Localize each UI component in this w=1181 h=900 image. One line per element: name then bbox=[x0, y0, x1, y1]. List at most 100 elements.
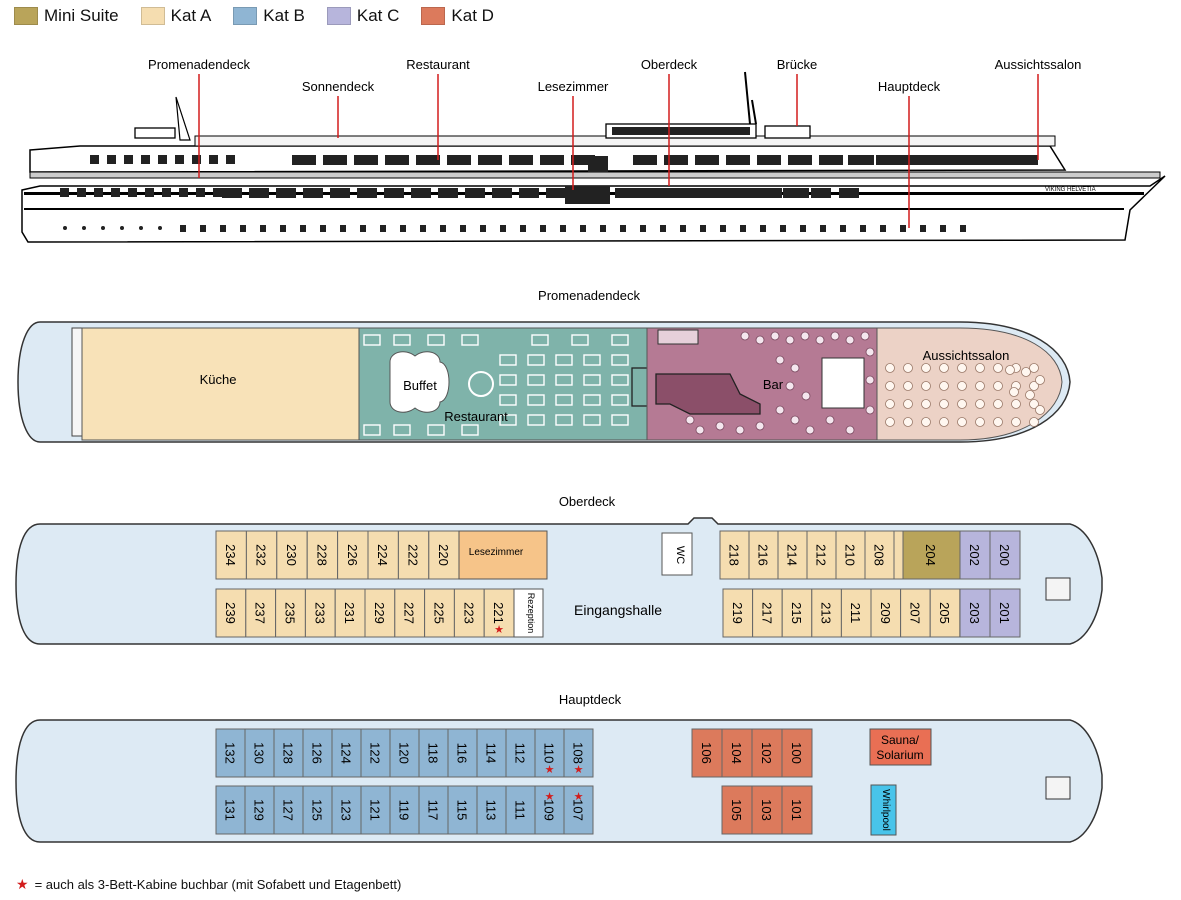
cabin-201[interactable]: 201 bbox=[989, 588, 1021, 638]
cabin-100[interactable]: 100 bbox=[781, 728, 813, 778]
cabin-box[interactable] bbox=[534, 728, 565, 778]
cabin-111[interactable]: 111 bbox=[505, 785, 536, 835]
cabin-108[interactable]: 108★ bbox=[563, 728, 594, 778]
cabin-122[interactable]: 122 bbox=[360, 728, 391, 778]
cabin-box[interactable] bbox=[447, 785, 478, 835]
cabin-213[interactable]: 213 bbox=[811, 588, 842, 638]
cabin-box[interactable] bbox=[752, 588, 783, 638]
cabin-box[interactable] bbox=[691, 728, 723, 778]
cabin-214[interactable]: 214 bbox=[777, 530, 808, 580]
cabin-124[interactable]: 124 bbox=[331, 728, 362, 778]
cabin-box[interactable] bbox=[864, 530, 895, 580]
cabin-114[interactable]: 114 bbox=[476, 728, 507, 778]
cabin-box[interactable] bbox=[721, 785, 753, 835]
cabin-130[interactable]: 130 bbox=[244, 728, 275, 778]
cabin-box[interactable] bbox=[721, 728, 753, 778]
cabin-box[interactable] bbox=[273, 785, 304, 835]
cabin-226[interactable]: 226 bbox=[337, 530, 369, 580]
cabin-box[interactable] bbox=[394, 588, 426, 638]
cabin-102[interactable]: 102 bbox=[751, 728, 783, 778]
cabin-212[interactable]: 212 bbox=[806, 530, 837, 580]
cabin-109[interactable]: 109★ bbox=[534, 785, 565, 835]
cabin-box[interactable] bbox=[806, 530, 837, 580]
cabin-233[interactable]: 233 bbox=[304, 588, 336, 638]
cabin-221[interactable]: 221★ bbox=[483, 588, 515, 638]
cabin-box[interactable] bbox=[389, 728, 420, 778]
cabin-231[interactable]: 231 bbox=[334, 588, 366, 638]
cabin-127[interactable]: 127 bbox=[273, 785, 304, 835]
cabin-box[interactable] bbox=[306, 530, 339, 580]
cabin-208[interactable]: 208 bbox=[864, 530, 895, 580]
cabin-211[interactable]: 211 bbox=[840, 588, 872, 638]
cabin-205[interactable]: 205 bbox=[929, 588, 961, 638]
cabin-box[interactable] bbox=[302, 785, 333, 835]
cabin-106[interactable]: 106 bbox=[691, 728, 723, 778]
cabin-123[interactable]: 123 bbox=[331, 785, 362, 835]
cabin-125[interactable]: 125 bbox=[302, 785, 333, 835]
cabin-box[interactable] bbox=[215, 728, 246, 778]
cabin-217[interactable]: 217 bbox=[752, 588, 783, 638]
cabin-box[interactable] bbox=[453, 588, 485, 638]
cabin-101[interactable]: 101 bbox=[781, 785, 813, 835]
cabin-116[interactable]: 116 bbox=[447, 728, 478, 778]
cabin-131[interactable]: 131 bbox=[215, 785, 246, 835]
cabin-103[interactable]: 103 bbox=[751, 785, 783, 835]
cabin-box[interactable] bbox=[563, 785, 594, 835]
cabin-box[interactable] bbox=[302, 728, 333, 778]
cabin-220[interactable]: 220 bbox=[428, 530, 460, 580]
cabin-box[interactable] bbox=[331, 728, 362, 778]
cabin-box[interactable] bbox=[989, 588, 1021, 638]
cabin-box[interactable] bbox=[505, 785, 536, 835]
cabin-223[interactable]: 223 bbox=[453, 588, 485, 638]
cabin-215[interactable]: 215 bbox=[781, 588, 813, 638]
cabin-box[interactable] bbox=[337, 530, 369, 580]
cabin-113[interactable]: 113 bbox=[476, 785, 507, 835]
cabin-box[interactable] bbox=[781, 785, 813, 835]
cabin-132[interactable]: 132 bbox=[215, 728, 246, 778]
cabin-box[interactable] bbox=[870, 588, 902, 638]
cabin-234[interactable]: 234 bbox=[215, 530, 247, 580]
cabin-box[interactable] bbox=[215, 785, 246, 835]
cabin-110[interactable]: 110★ bbox=[534, 728, 565, 778]
cabin-204[interactable]: 204 bbox=[902, 530, 961, 580]
cabin-227[interactable]: 227 bbox=[394, 588, 426, 638]
cabin-225[interactable]: 225 bbox=[424, 588, 455, 638]
cabin-119[interactable]: 119 bbox=[389, 785, 420, 835]
cabin-203[interactable]: 203 bbox=[959, 588, 991, 638]
cabin-box[interactable] bbox=[215, 588, 247, 638]
cabin-126[interactable]: 126 bbox=[302, 728, 333, 778]
cabin-box[interactable] bbox=[244, 728, 275, 778]
cabin-200[interactable]: 200 bbox=[989, 530, 1021, 580]
cabin-104[interactable]: 104 bbox=[721, 728, 753, 778]
cabin-112[interactable]: 112 bbox=[505, 728, 536, 778]
cabin-box[interactable] bbox=[275, 588, 306, 638]
cabin-box[interactable] bbox=[364, 588, 396, 638]
cabin-box[interactable] bbox=[245, 530, 278, 580]
cabin-228[interactable]: 228 bbox=[306, 530, 339, 580]
cabin-207[interactable]: 207 bbox=[900, 588, 931, 638]
cabin-218[interactable]: 218 bbox=[719, 530, 750, 580]
cabin-232[interactable]: 232 bbox=[245, 530, 278, 580]
cabin-box[interactable] bbox=[367, 530, 399, 580]
cabin-209[interactable]: 209 bbox=[870, 588, 902, 638]
cabin-115[interactable]: 115 bbox=[447, 785, 478, 835]
cabin-box[interactable] bbox=[304, 588, 336, 638]
cabin-box[interactable] bbox=[929, 588, 961, 638]
cabin-235[interactable]: 235 bbox=[275, 588, 306, 638]
cabin-box[interactable] bbox=[245, 588, 277, 638]
cabin-box[interactable] bbox=[447, 728, 478, 778]
cabin-box[interactable] bbox=[900, 588, 931, 638]
cabin-box[interactable] bbox=[722, 588, 754, 638]
cabin-box[interactable] bbox=[563, 728, 594, 778]
cabin-box[interactable] bbox=[989, 530, 1021, 580]
cabin-230[interactable]: 230 bbox=[276, 530, 308, 580]
cabin-box[interactable] bbox=[505, 728, 536, 778]
cabin-117[interactable]: 117 bbox=[418, 785, 449, 835]
cabin-box[interactable] bbox=[534, 785, 565, 835]
cabin-229[interactable]: 229 bbox=[364, 588, 396, 638]
cabin-box[interactable] bbox=[811, 588, 842, 638]
cabin-210[interactable]: 210 bbox=[835, 530, 866, 580]
cabin-box[interactable] bbox=[483, 588, 515, 638]
cabin-box[interactable] bbox=[360, 785, 391, 835]
cabin-box[interactable] bbox=[719, 530, 750, 580]
